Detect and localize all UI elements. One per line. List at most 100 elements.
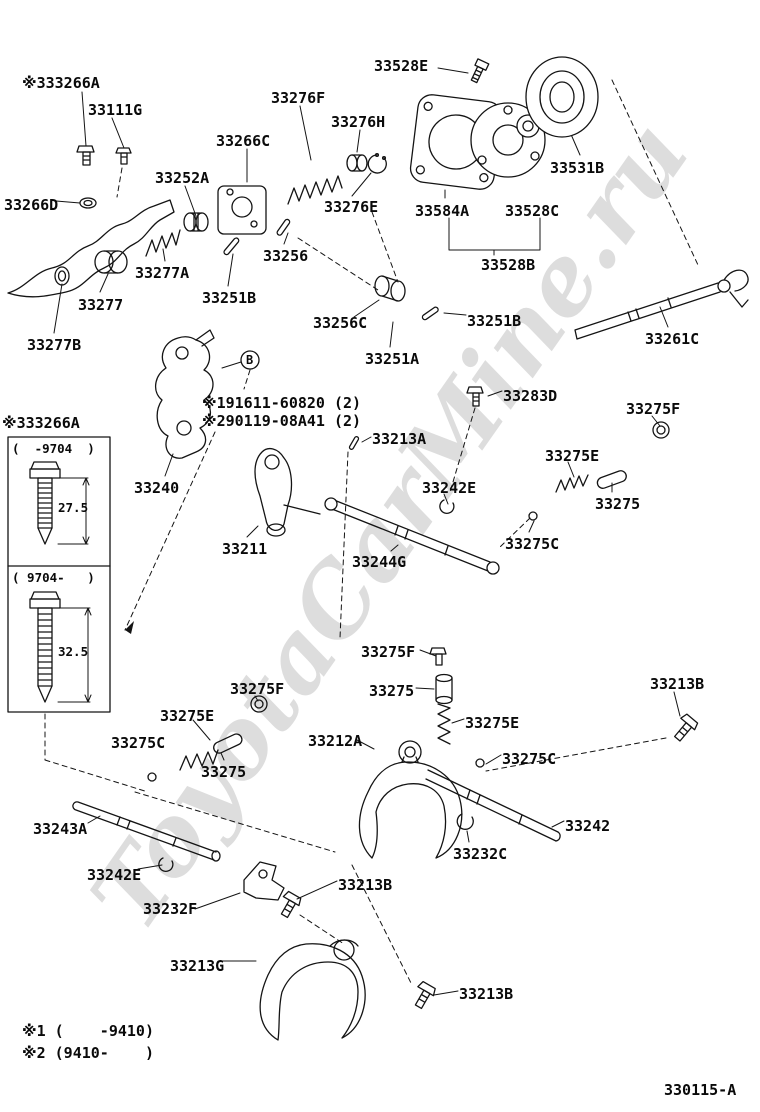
bolt-33283d: [466, 386, 484, 407]
label-33243a: 33243A: [33, 820, 88, 838]
label-33240: 33240: [134, 479, 180, 497]
label-33213b-1: 33213B: [650, 675, 705, 693]
seal-33531b: [525, 56, 599, 138]
callout-b-circle: [240, 350, 260, 370]
label-33242e-1: 33242E: [422, 479, 477, 497]
label-33252a: 33252A: [155, 169, 210, 187]
lever-33211: [254, 447, 321, 537]
label-33213b-2: 33213B: [338, 876, 393, 894]
label-33275-2: 33275: [369, 682, 415, 700]
label-33275c-1: 33275C: [505, 535, 560, 553]
pin-33275-right: [596, 470, 627, 489]
label-33251a: 33251A: [365, 350, 420, 368]
shift-head-33266c: [217, 185, 267, 235]
cup-33276h: [346, 154, 368, 172]
label-33275-1: 33275: [595, 495, 641, 513]
label-33212a: 33212A: [308, 732, 363, 750]
clip-33232c: [456, 813, 474, 830]
label-33251b-1: 33251B: [202, 289, 257, 307]
label-33275f-3: 33275F: [230, 680, 285, 698]
shaft-33261c: [574, 269, 749, 340]
label-33275e-2: 33275E: [160, 707, 215, 725]
label-33256: 33256: [263, 247, 309, 265]
inset-bottom-range: ( 9704- ): [12, 570, 95, 585]
label-33276h: 33276H: [331, 113, 386, 131]
label-33232c: 33232C: [453, 845, 508, 863]
bolt-33213b-right: [673, 713, 699, 742]
gear-33252a: [183, 212, 209, 232]
pin-33251b-right: [421, 306, 439, 321]
label-290119-08a41: ※290119-08A41 (2): [202, 412, 362, 430]
lever-33240: [155, 329, 215, 459]
spring-33275e-right: [555, 474, 589, 493]
ball-33275c-right: [475, 758, 485, 768]
ball-33275c-left: [147, 772, 157, 782]
label-33528c: 33528C: [505, 202, 560, 220]
footnote-2: ※2 (9410- ): [22, 1044, 154, 1062]
inset-header: ※333266A: [2, 414, 80, 432]
shaft-33244g: [324, 497, 500, 575]
label-33531b: 33531B: [550, 159, 605, 177]
clip-33242e-low: [158, 857, 174, 873]
label-33266c: 33266C: [216, 132, 271, 150]
bolt-33528e: [470, 58, 490, 84]
label-33211: 33211: [222, 540, 268, 558]
label-33276e: 33276E: [324, 198, 379, 216]
fork-33212a: [358, 740, 463, 859]
bracket-33232f: [243, 861, 285, 901]
spring-33275-left: [179, 749, 219, 771]
label-33283d: 33283D: [503, 387, 558, 405]
bolt-33213b-bottom: [414, 980, 436, 1010]
label-33275c-2: 33275C: [111, 734, 166, 752]
label-33256c: 33256C: [313, 314, 368, 332]
label-33277a: 33277A: [135, 264, 190, 282]
plug-33275f-right: [652, 421, 670, 439]
label-33277: 33277: [78, 296, 124, 314]
label-33266a-note: ※333266A: [22, 74, 100, 92]
label-33275-3: 33275: [201, 763, 247, 781]
label-33275c-3: 33275C: [502, 750, 557, 768]
label-33213a: 33213A: [372, 430, 427, 448]
label-191611-60820: ※191611-60820 (2): [202, 394, 362, 412]
plug-33275f-left: [250, 695, 268, 713]
pin-33275e-left: [213, 733, 243, 754]
spring-33276f: [287, 175, 343, 205]
pin-33251b-left: [223, 237, 240, 256]
dashed-lines: [44, 79, 699, 986]
callout-b-label: B: [246, 353, 254, 367]
housing-fragment: [7, 197, 181, 298]
label-33213b-3: 33213B: [459, 985, 514, 1003]
label-33244g: 33244G: [352, 553, 407, 571]
label-33266d: 33266D: [4, 196, 59, 214]
inset-box: [7, 436, 111, 713]
label-33528e: 33528E: [374, 57, 429, 75]
label-33261c: 33261C: [645, 330, 700, 348]
head-33256c: [374, 275, 406, 302]
label-33277b: 33277B: [27, 336, 82, 354]
label-33213g: 33213G: [170, 957, 225, 975]
pin-33256: [276, 218, 291, 236]
bolt-33266a: [76, 145, 95, 166]
footnote-1: ※1 ( -9410): [22, 1022, 154, 1040]
bolt-33275f-mid: [429, 647, 447, 666]
pin-33213a: [348, 436, 360, 450]
label-33251b-2: 33251B: [467, 312, 522, 330]
label-33528b: 33528B: [481, 256, 536, 274]
bolt-33111g: [115, 147, 132, 165]
bolt-33213b-mid: [280, 890, 302, 919]
shaft-33242: [425, 769, 561, 842]
inset-top-dim: 27.5: [58, 500, 89, 515]
label-33232f: 33232F: [143, 900, 198, 918]
inset-top-range: ( -9704 ): [12, 441, 95, 456]
leader-lines: [53, 67, 681, 996]
spring-33275e-mid: [437, 703, 451, 745]
clip-33242e-mid: [439, 499, 455, 515]
label-33275e-3: 33275E: [465, 714, 520, 732]
clip-33276e: [367, 152, 387, 174]
label-33111g: 33111G: [88, 101, 143, 119]
fork-33213g: [259, 939, 366, 1041]
label-33242: 33242: [565, 817, 611, 835]
ball-33275c-mid: [528, 511, 538, 521]
